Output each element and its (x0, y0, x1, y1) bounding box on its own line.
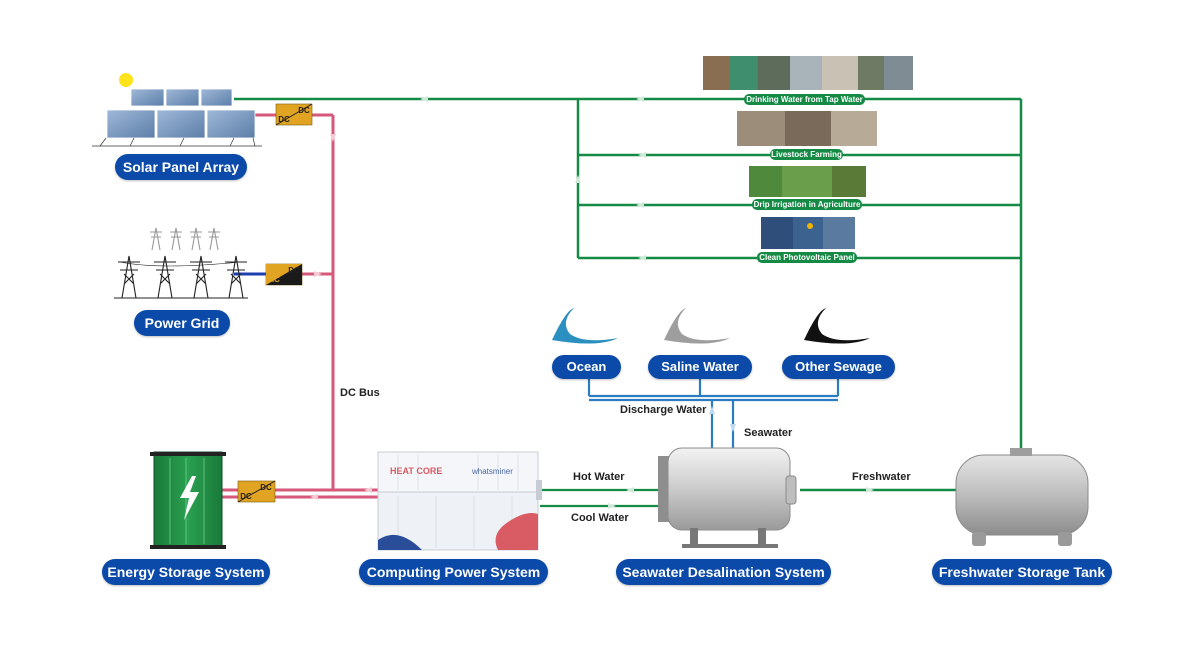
livestock-photos (737, 111, 877, 146)
converter-storage-top-label: DC (260, 483, 272, 492)
converter-grid-bottom-label: AC (268, 275, 280, 284)
flow-arrows-pink (310, 134, 372, 500)
freshwater-tank-image (955, 448, 1089, 546)
converter-solar-top-label: DC (298, 106, 310, 115)
desalination-label: Seawater Desalination System (616, 559, 831, 585)
converter-grid-top-label: DC (288, 266, 300, 275)
dc-bus-label: DC Bus (340, 387, 380, 399)
energy-storage-label: Energy Storage System (102, 559, 270, 585)
other-sewage-label: Other Sewage (782, 355, 895, 379)
lightning-icon (180, 476, 199, 520)
power-grid-label: Power Grid (134, 310, 230, 336)
cool-water-label: Cool Water (571, 512, 629, 524)
converter-solar: DC DC (275, 103, 313, 126)
irrigation-photos (749, 166, 866, 197)
battery-image (150, 451, 226, 549)
clean-pv-panel-tag: Clean Photovoltaic Panel (757, 252, 857, 263)
power-grid-image (114, 227, 248, 299)
freshwater-label: Freshwater (852, 471, 911, 483)
desalination-image (658, 447, 797, 548)
drinking-water-photos (703, 56, 913, 90)
flow-arrows-blue (709, 406, 736, 432)
computing-container-image: HEAT CORE whatsminer (377, 451, 542, 551)
discharge-water-label: Discharge Water (620, 404, 707, 416)
heat-exchange-lines (540, 488, 658, 508)
drip-irrigation-tag: Drip Irrigation in Agriculture (752, 199, 862, 210)
freshwater-network (234, 97, 1023, 492)
drinking-water-tag: Drinking Water from Tap Water (744, 94, 865, 105)
source-water-lines (587, 378, 840, 450)
seawater-label: Seawater (744, 427, 793, 439)
dc-bus (222, 113, 378, 499)
saline-water-label: Saline Water (648, 355, 752, 379)
solar-array-image (92, 73, 262, 147)
pv-clean-photos (761, 217, 855, 249)
converter-solar-bottom-label: DC (278, 115, 290, 124)
converter-storage-bottom-label: DC (240, 492, 252, 501)
hot-water-label: Hot Water (573, 471, 625, 483)
computing-power-label: Computing Power System (359, 559, 548, 585)
converter-grid: DC AC (265, 263, 303, 286)
container-brand-left: HEAT CORE (390, 466, 442, 476)
container-brand-right: whatsminer (471, 467, 513, 476)
freshwater-tank-label: Freshwater Storage Tank (932, 559, 1112, 585)
converter-storage: DC DC (237, 480, 276, 503)
solar-panel-array-label: Solar Panel Array (115, 154, 247, 180)
ocean-wave-icon (552, 308, 618, 344)
saline-wave-icon (664, 308, 730, 344)
flow-arrows-green (420, 96, 874, 493)
ocean-label: Ocean (552, 355, 621, 379)
sun-icon (119, 73, 133, 87)
livestock-farming-tag: Livestock Farming (770, 149, 843, 160)
heat-exchange-arrows (608, 487, 634, 509)
sewage-wave-icon (804, 308, 870, 344)
